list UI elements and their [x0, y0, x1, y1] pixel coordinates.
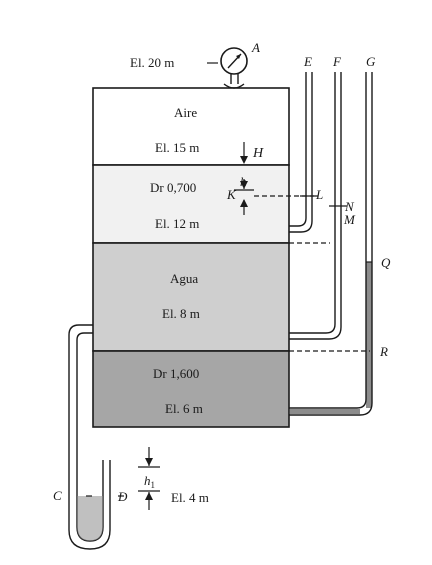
tube-label-f: F	[332, 54, 342, 69]
label-d: D	[117, 489, 128, 504]
label-q: Q	[381, 255, 391, 270]
dimension-h-marker	[234, 179, 254, 215]
dimension-h-label: h	[240, 174, 247, 189]
air-layer	[92, 87, 290, 166]
air-elevation: El. 15 m	[155, 140, 199, 155]
manometer-elevation: El. 4 m	[171, 490, 209, 505]
water-elevation: El. 8 m	[162, 306, 200, 321]
tube-label-g: G	[366, 54, 376, 69]
heavy-liquid-layer	[92, 350, 290, 428]
heavy-elevation: El. 6 m	[165, 401, 203, 416]
interface-arrow-h	[240, 142, 248, 164]
label-r: R	[379, 344, 388, 359]
dimension-h1-label: h1	[144, 473, 155, 490]
label-l: L	[315, 187, 323, 202]
label-h: H	[252, 146, 264, 161]
top-elevation-label: El. 20 m	[130, 55, 174, 70]
heavy-density: Dr 1,600	[153, 366, 199, 381]
label-c: C	[53, 488, 62, 503]
water-layer	[92, 242, 290, 352]
oil-elevation: El. 12 m	[155, 216, 199, 231]
oil-layer	[92, 164, 290, 244]
gauge-label-a: A	[251, 40, 260, 55]
tube-g	[289, 72, 373, 416]
oil-density: Dr 0,700	[150, 180, 196, 195]
water-name: Agua	[170, 271, 198, 286]
dimension-h1-main: h	[144, 473, 151, 488]
pressure-gauge	[220, 47, 248, 89]
label-m: M	[343, 212, 356, 227]
tube-f	[289, 72, 347, 340]
air-name: Aire	[174, 105, 197, 120]
dimension-h1-subscript: 1	[151, 480, 156, 490]
dimension-h1-marker	[138, 447, 160, 510]
tube-label-e: E	[303, 54, 312, 69]
u-tube-manometer	[68, 324, 124, 550]
tube-e	[289, 72, 318, 233]
label-n: N	[344, 199, 355, 214]
label-k: K	[226, 187, 237, 202]
